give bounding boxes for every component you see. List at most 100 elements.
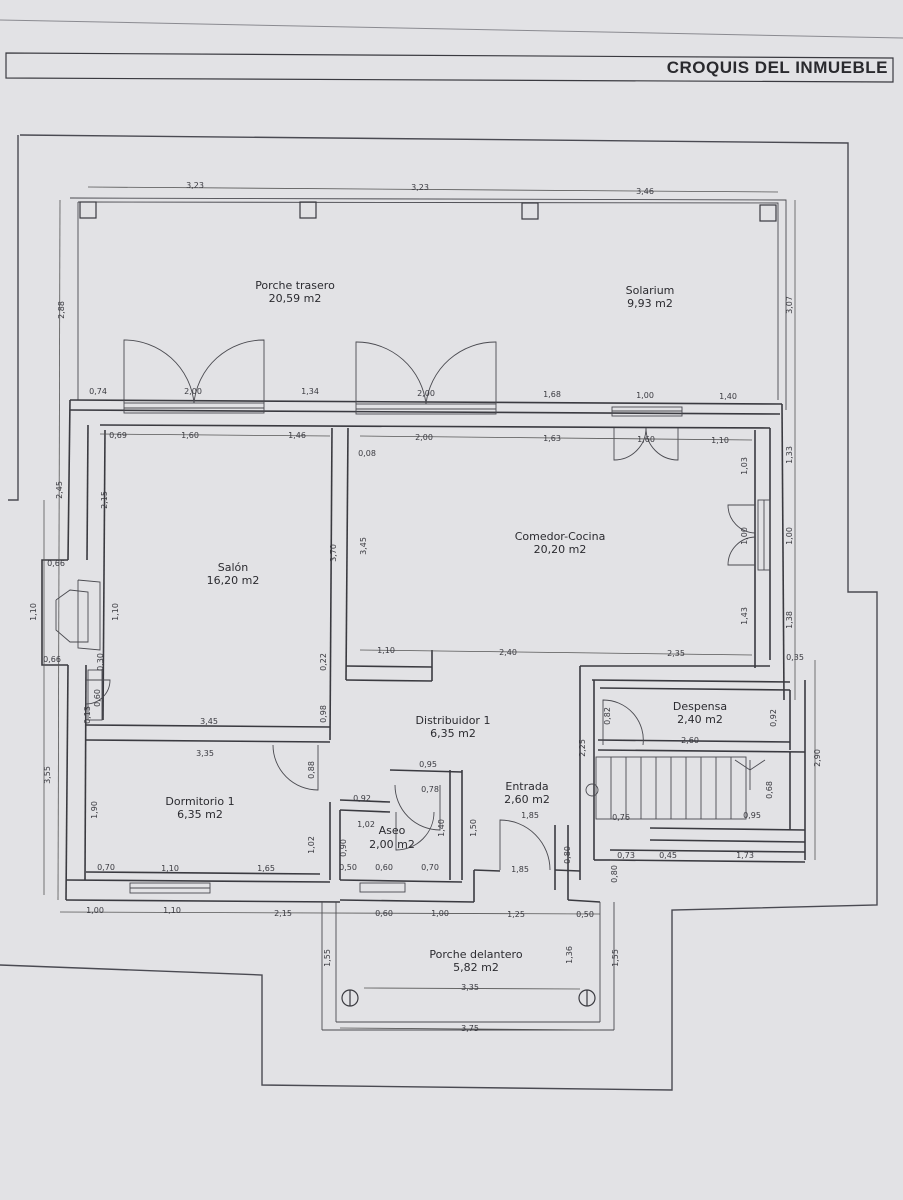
dimension-label: 3,35 xyxy=(461,983,479,992)
dimension-label: 0,13 xyxy=(83,706,92,724)
dimension-label: 0,50 xyxy=(576,910,594,919)
room-name: Porche delantero xyxy=(429,948,522,961)
dimension-label: 0,60 xyxy=(375,863,393,872)
dimension-label: 0,76 xyxy=(612,813,630,822)
room-name: Distribuidor 1 xyxy=(416,714,491,727)
room-area: 2,60 m2 xyxy=(504,793,550,806)
dimension-labels-row2: 0,69 1,60 1,46 2,00 1,63 1,60 1,10 xyxy=(109,431,729,445)
dimension-label: 1,00 xyxy=(740,527,749,545)
dimension-label: 0,70 xyxy=(97,863,115,872)
dimension-label: 0,82 xyxy=(603,707,612,725)
dimension-label: 2,45 xyxy=(55,481,64,499)
dimension-labels-left: 2,88 2,45 2,15 0,66 1,10 1,10 0,66 3,55 … xyxy=(29,301,120,819)
dimension-label: 0,73 xyxy=(617,851,635,860)
dimension-label: 2,35 xyxy=(667,649,685,658)
dimension-label: 1,00 xyxy=(431,909,449,918)
dimension-label: 3,23 xyxy=(411,183,429,192)
room-distribuidor: Distribuidor 1 6,35 m2 xyxy=(416,714,491,740)
dimension-label: 2,00 xyxy=(417,389,435,398)
dimension-label: 1,63 xyxy=(543,434,561,443)
dimension-label: 1,55 xyxy=(323,949,332,967)
dimension-label: 1,02 xyxy=(307,836,316,854)
dimension-label: 1,85 xyxy=(511,865,529,874)
dimension-label: 1,10 xyxy=(377,646,395,655)
room-porche-delantero: Porche delantero 5,82 m2 xyxy=(429,948,522,974)
dimension-label: 3,75 xyxy=(461,1024,479,1033)
room-despensa: Despensa 2,40 m2 xyxy=(673,700,727,726)
dimension-label: 1,60 xyxy=(181,431,199,440)
dimension-label: 1,73 xyxy=(736,851,754,860)
room-name: Aseo xyxy=(379,824,406,837)
room-name: Solarium xyxy=(626,284,675,297)
room-name: Comedor-Cocina xyxy=(515,530,606,543)
pillars xyxy=(79,201,777,222)
room-area: 20,20 m2 xyxy=(534,543,587,556)
dimension-label: 3,70 xyxy=(329,544,338,562)
room-name: Despensa xyxy=(673,700,727,713)
paper-edge xyxy=(0,19,903,39)
doors xyxy=(85,339,756,871)
dimension-labels-row1: 0,74 2,00 1,34 2,00 1,68 1,00 1,40 xyxy=(89,387,737,401)
dimension-label: 0,92 xyxy=(769,709,778,727)
dimension-label: 1,10 xyxy=(111,603,120,621)
room-name: Salón xyxy=(218,561,249,574)
dimension-label: 0,69 xyxy=(109,431,127,440)
dimension-label: 0,95 xyxy=(743,811,761,820)
dimension-label: 0,50 xyxy=(339,863,357,872)
dimension-label: 2,15 xyxy=(100,491,109,509)
dimension-label: 0,98 xyxy=(319,705,328,723)
dimension-label: 1,40 xyxy=(437,819,446,837)
room-area: 6,35 m2 xyxy=(177,808,223,821)
staircase xyxy=(585,756,766,820)
dimension-label: 0,60 xyxy=(93,689,102,707)
dimension-label: 1,68 xyxy=(543,390,561,399)
dimension-label: 1,00 xyxy=(785,527,794,545)
dimension-label: 3,35 xyxy=(196,749,214,758)
dimension-label: 1,25 xyxy=(507,910,525,919)
dimension-label: 0,35 xyxy=(786,653,804,662)
dimension-label: 0,45 xyxy=(659,851,677,860)
dimension-label: 0,22 xyxy=(319,653,328,671)
room-area: 2,40 m2 xyxy=(677,713,723,726)
room-porche-trasero: Porche trasero 20,59 m2 xyxy=(255,279,335,305)
dimension-label: 2,00 xyxy=(415,433,433,442)
room-area: 16,20 m2 xyxy=(207,574,260,587)
dimension-label: 0,30 xyxy=(96,653,105,671)
room-area: 6,35 m2 xyxy=(430,727,476,740)
dimension-label: 1,03 xyxy=(740,457,749,475)
dimension-lines xyxy=(43,186,816,1031)
room-area: 5,82 m2 xyxy=(453,961,499,974)
dimension-label: 0,78 xyxy=(421,785,439,794)
plot-outline xyxy=(0,134,878,1091)
dimension-label: 1,55 xyxy=(611,949,620,967)
dimension-label: 1,02 xyxy=(357,820,375,829)
dimension-label: 1,43 xyxy=(740,607,749,625)
dimension-label: 0,74 xyxy=(89,387,107,396)
dimension-label: 1,60 xyxy=(637,435,655,444)
dimension-label: 3,07 xyxy=(785,296,794,314)
room-comedor-cocina: Comedor-Cocina 20,20 m2 xyxy=(515,530,606,556)
dimension-label: 3,45 xyxy=(200,717,218,726)
dimension-label: 3,55 xyxy=(43,766,52,784)
dimension-label: 1,00 xyxy=(636,391,654,400)
dimension-label: 1,33 xyxy=(785,446,794,464)
dimension-label: 1,38 xyxy=(785,611,794,629)
dimension-label: 0,95 xyxy=(419,760,437,769)
dimension-label: 0,60 xyxy=(375,909,393,918)
dimension-label: 0,80 xyxy=(610,865,619,883)
dimension-label: 1,85 xyxy=(521,811,539,820)
title-box: CROQUIS DEL INMUEBLE xyxy=(5,52,894,83)
room-name: Dormitorio 1 xyxy=(165,795,234,808)
dimension-label: 2,40 xyxy=(499,648,517,657)
dimension-labels-top: 3,23 3,23 3,46 xyxy=(186,181,654,196)
dimension-label: 1,36 xyxy=(565,946,574,964)
room-solarium: Solarium 9,93 m2 xyxy=(626,284,675,310)
dimension-label: 0,68 xyxy=(765,781,774,799)
dimension-label: 0,66 xyxy=(43,655,61,664)
dimension-label: 3,46 xyxy=(636,187,654,196)
dimension-label: 1,10 xyxy=(29,603,38,621)
dimension-label: 0,66 xyxy=(47,559,65,568)
dimension-label: 0,70 xyxy=(421,863,439,872)
